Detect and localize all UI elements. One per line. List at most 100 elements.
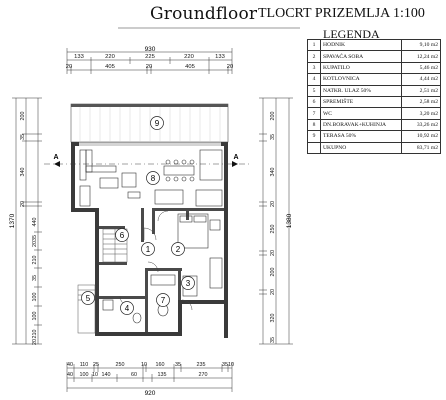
dimension-label: 10 xyxy=(228,362,234,368)
dimension-label: 133 xyxy=(74,54,84,60)
interior-walls xyxy=(99,208,224,332)
dimension-label: 35 xyxy=(20,134,26,140)
dimension-label: 10 xyxy=(92,372,98,378)
dimension-label: 20 xyxy=(270,250,276,256)
dimension-label: 20 xyxy=(146,64,152,70)
dimension-label: 235 xyxy=(197,362,206,368)
dimension-label: 320 xyxy=(270,314,276,323)
dimension-label: 270 xyxy=(199,372,208,378)
legend-area: 4,44 m2 xyxy=(401,73,441,86)
room-marker-circle xyxy=(115,228,129,242)
section-line-a-a: A A xyxy=(44,154,250,167)
room-marker-circle xyxy=(171,242,185,256)
dim-left-total: 1370 xyxy=(9,213,16,228)
dimension-label: 100 xyxy=(32,312,38,321)
dimension-label: 100 xyxy=(32,293,38,302)
bottom-dimension-chains xyxy=(66,362,233,392)
room-number: 5 xyxy=(86,294,91,303)
room-marker: 3 xyxy=(181,276,195,290)
dim-right-total: 1380 xyxy=(286,213,293,228)
dimension-label: 405 xyxy=(185,64,195,70)
dimension-label: 35 xyxy=(270,337,276,343)
bedroom-furniture xyxy=(177,213,223,289)
dimension-label: 110 xyxy=(80,362,89,368)
room-number: 1 xyxy=(146,245,151,254)
dimension-label: 220 xyxy=(184,54,194,60)
room-marker: 2 xyxy=(171,242,185,256)
plan-scale-title: TLOCRT PRIZEMLJA 1:100 xyxy=(258,6,425,21)
room-number: 2 xyxy=(176,245,181,254)
room-number: 3 xyxy=(186,279,191,288)
dimension-label: 340 xyxy=(20,168,26,177)
dimension-label: 440 xyxy=(32,218,38,227)
dimension-label: 20 xyxy=(32,339,38,345)
drawing-title: Groundfloor xyxy=(150,4,258,24)
legend-total-area: 83,71 m2 xyxy=(401,141,441,154)
right-dimension-chains xyxy=(259,97,293,345)
dimension-label: 10 xyxy=(141,362,147,368)
dimension-label: 250 xyxy=(270,225,276,234)
room-marker: 9 xyxy=(150,116,164,130)
room-marker: 8 xyxy=(146,171,160,185)
living-room-furniture xyxy=(79,149,141,207)
dimension-label: 210 xyxy=(32,256,38,265)
door-swings xyxy=(119,210,193,311)
dimension-label: 20 xyxy=(270,289,276,295)
dimension-label: 405 xyxy=(105,64,115,70)
room-marker-circle xyxy=(81,291,95,305)
room-marker: 6 xyxy=(115,228,129,242)
exterior-walls xyxy=(71,142,228,338)
legend-area: 9,10 m2 xyxy=(401,38,441,52)
room-number: 4 xyxy=(125,304,130,313)
terrace-area xyxy=(70,103,229,143)
dimension-label: 133 xyxy=(215,54,225,60)
room-marker-circle xyxy=(156,293,170,307)
dimension-label: 225 xyxy=(145,54,155,60)
dimension-label: 20 xyxy=(227,64,233,70)
top-dimension-chains xyxy=(66,48,233,74)
dimension-label: 2035 xyxy=(32,235,38,247)
dim-top-row2: 20 405 20 405 20 xyxy=(66,64,233,70)
kitchen-furniture xyxy=(154,149,223,207)
room-number: 6 xyxy=(120,231,125,240)
dimension-label: 250 xyxy=(116,362,125,368)
room-marker: 4 xyxy=(120,301,134,315)
legend-area: 12,24 m2 xyxy=(401,50,441,63)
dimension-label: 40 xyxy=(67,362,73,368)
legend-total-label: UKUPNO xyxy=(320,141,402,154)
dimension-label: 20 xyxy=(66,64,72,70)
section-marker-left: A xyxy=(53,154,58,161)
room-marker-circle xyxy=(141,242,155,256)
dimension-label: 35 xyxy=(270,134,276,140)
dimension-label: 35 xyxy=(32,275,38,281)
room-marker-circle xyxy=(120,301,134,315)
dimension-label: 200 xyxy=(270,112,276,121)
dimension-label: 340 xyxy=(270,168,276,177)
living-room-glazing xyxy=(79,142,221,146)
legend-area: 10,92 m2 xyxy=(401,130,441,143)
dimension-label: 135 xyxy=(158,372,167,378)
dimension-label: 210 xyxy=(32,330,38,339)
section-marker-right: A xyxy=(233,154,238,161)
dimension-label: 20 xyxy=(20,201,26,207)
dimension-label: 100 xyxy=(80,372,89,378)
room-marker-circle xyxy=(150,116,164,130)
dimension-label: 60 xyxy=(131,372,137,378)
room-marker-circle xyxy=(146,171,160,185)
room-marker: 1 xyxy=(141,242,155,256)
dimension-label: 20 xyxy=(270,201,276,207)
room-number: 9 xyxy=(155,119,160,128)
room-marker: 7 xyxy=(156,293,170,307)
room-marker-circle xyxy=(181,276,195,290)
dimension-label: 200 xyxy=(20,112,26,121)
